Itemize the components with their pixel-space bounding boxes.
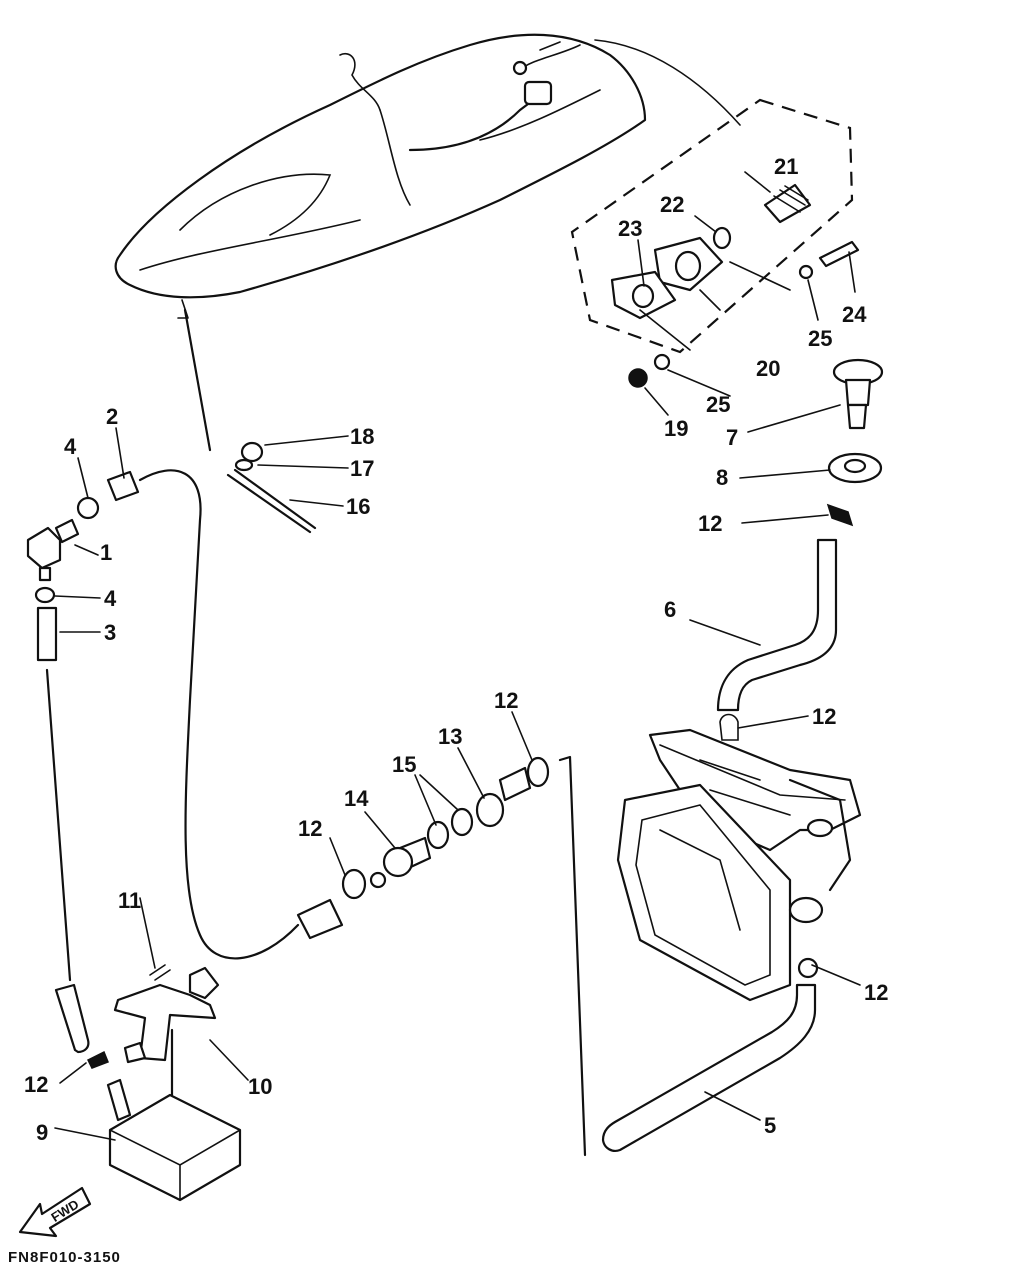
- label-12e: 12: [298, 816, 322, 841]
- hose-long: [138, 469, 300, 960]
- drawing-code: FN8F010-3150: [8, 1249, 121, 1266]
- label-15: 15: [392, 752, 416, 777]
- label-4a: 4: [64, 434, 77, 459]
- thru-hull-fitting-group: [610, 183, 860, 388]
- jet-pump-housing: [616, 713, 862, 1002]
- label-22: 22: [660, 192, 684, 217]
- label-3: 3: [104, 620, 116, 645]
- hose-5: [601, 983, 817, 1152]
- label-17: 17: [350, 456, 374, 481]
- hose-6: [716, 538, 838, 712]
- label-4b: 4: [104, 586, 117, 611]
- leader-lines: [54, 171, 861, 1141]
- label-8: 8: [716, 465, 728, 490]
- label-10: 10: [248, 1074, 272, 1099]
- subassembly-outline: [570, 98, 854, 354]
- label-16: 16: [346, 494, 370, 519]
- label-12c: 12: [864, 980, 888, 1005]
- label-25b: 25: [706, 392, 730, 417]
- label-19: 19: [664, 416, 688, 441]
- label-7: 7: [726, 425, 738, 450]
- strainer-line-fittings: [296, 756, 550, 940]
- fitting-16-18: [226, 441, 317, 534]
- label-12d: 12: [24, 1072, 48, 1097]
- filter-box: [106, 1028, 242, 1202]
- label-24: 24: [842, 302, 867, 327]
- label-13: 13: [438, 724, 462, 749]
- label-11: 11: [118, 888, 141, 913]
- label-18: 18: [350, 424, 374, 449]
- hull-deck: [114, 33, 741, 452]
- label-5: 5: [764, 1113, 776, 1138]
- label-6: 6: [664, 597, 676, 622]
- label-21: 21: [774, 154, 798, 179]
- label-2: 2: [106, 404, 118, 429]
- forward-arrow: FWD: [18, 1186, 92, 1238]
- label-25a: 25: [808, 326, 832, 351]
- label-12b: 12: [812, 704, 836, 729]
- label-14: 14: [344, 786, 369, 811]
- drain-plug-group: [826, 358, 884, 527]
- label-1: 1: [100, 540, 112, 565]
- label-20: 20: [756, 356, 780, 381]
- label-12f: 12: [494, 688, 518, 713]
- label-12a: 12: [698, 511, 722, 536]
- label-23: 23: [618, 216, 642, 241]
- part-number-labels: 1 2 3 4 4 5 6 7 8 9 10 11 12 12 12 12 12…: [24, 154, 888, 1145]
- bracket: [113, 964, 220, 1064]
- label-9: 9: [36, 1120, 48, 1145]
